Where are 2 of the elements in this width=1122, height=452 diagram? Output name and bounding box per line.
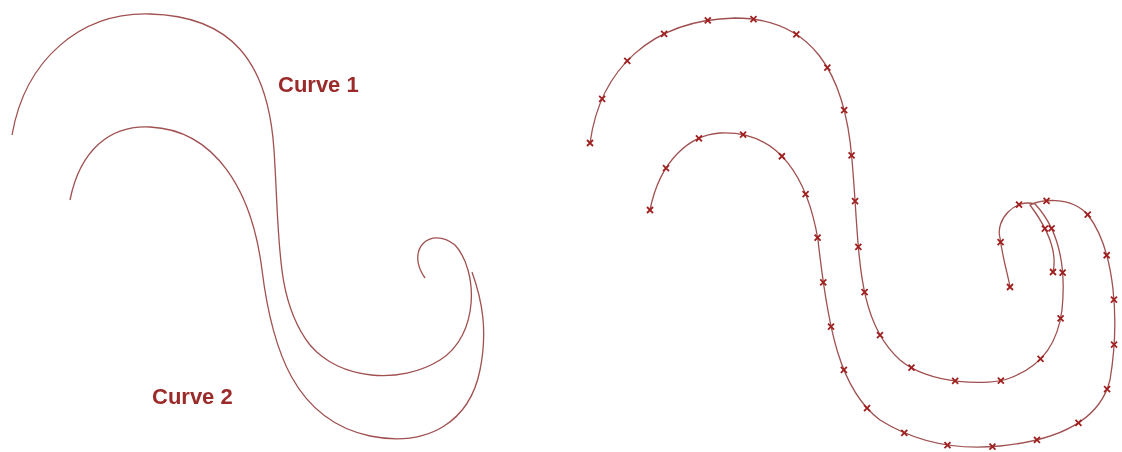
curve-label: Curve 1	[278, 72, 359, 98]
curve-label: Curve 2	[152, 384, 233, 410]
